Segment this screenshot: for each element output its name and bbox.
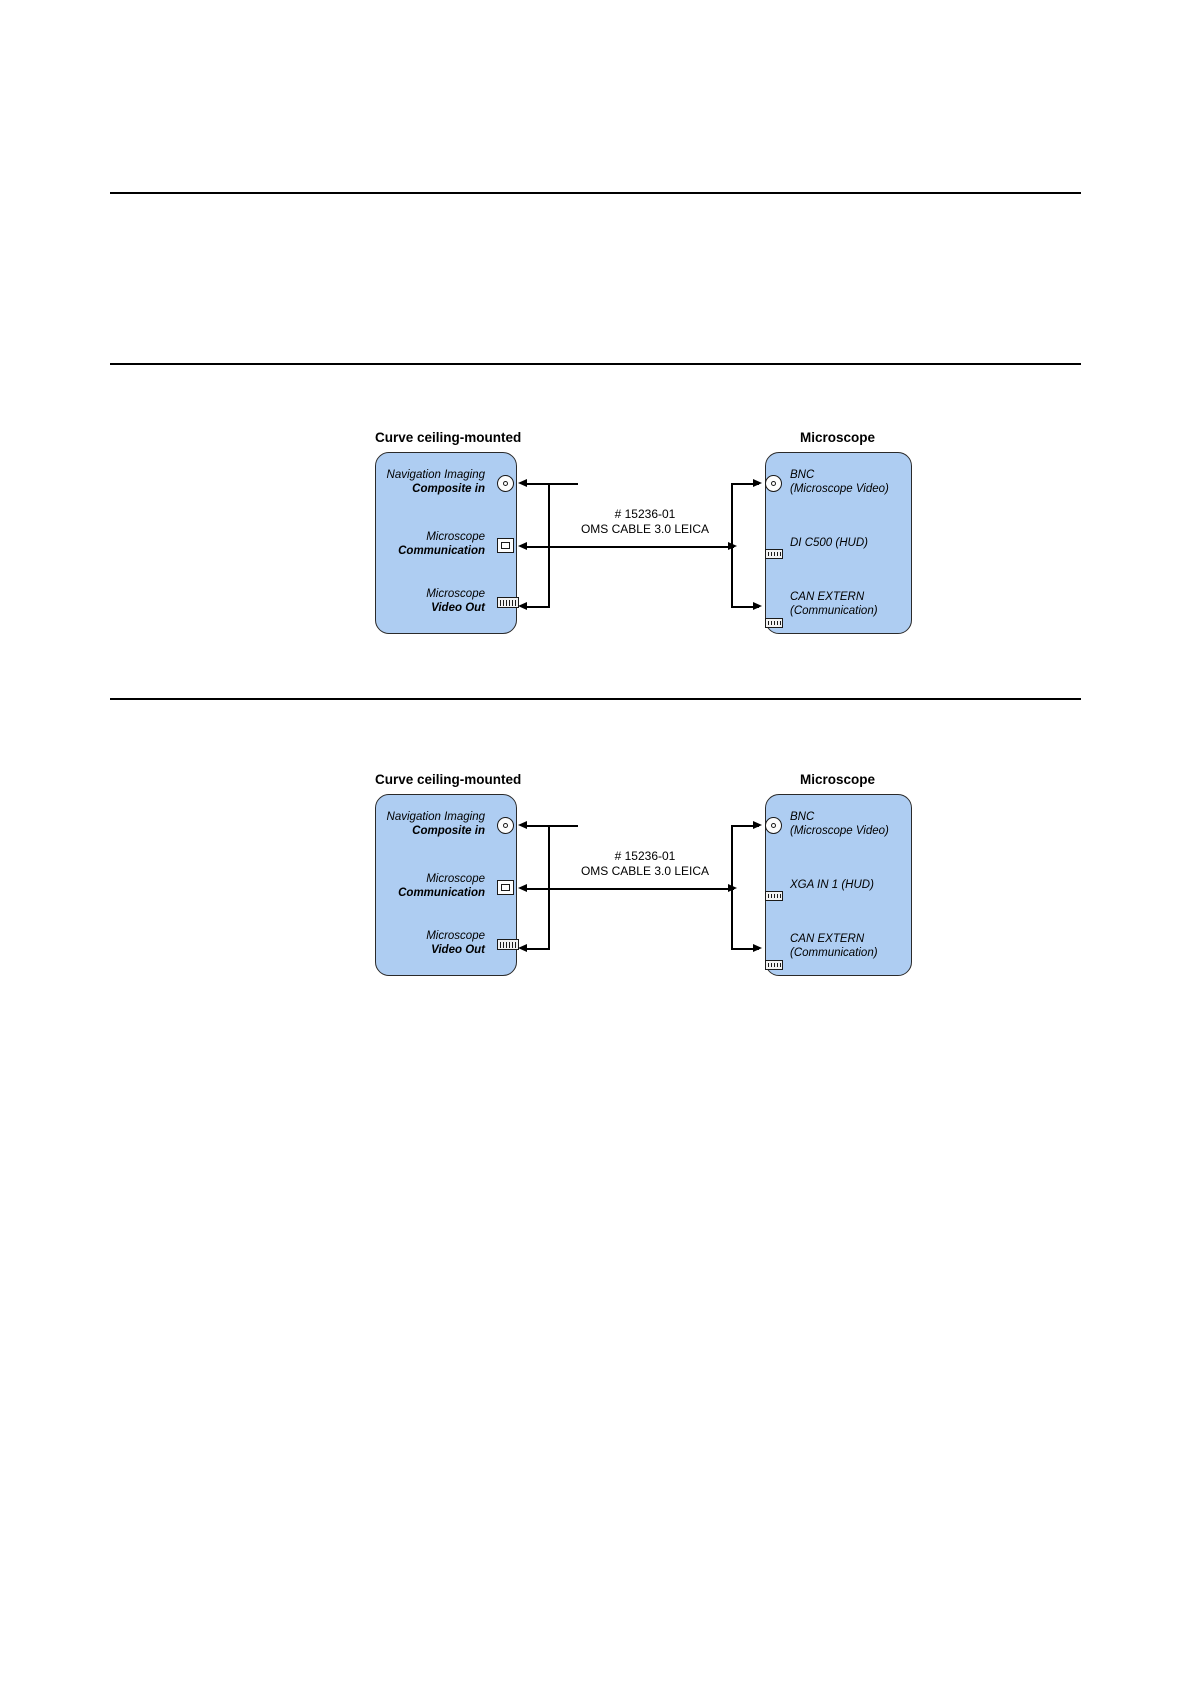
arrow-right-1 (753, 821, 762, 829)
microscope-unit (765, 452, 912, 634)
right-unit-title: Microscope (800, 430, 876, 445)
cable-label-line1: # 15236-01 (614, 507, 676, 521)
horizontal-rule-bottom (110, 698, 1081, 700)
right-port-3-line1: CAN EXTERN (790, 933, 865, 945)
arrow-right-3 (753, 602, 762, 610)
right-trunk (731, 825, 733, 949)
dsub-connector-icon (765, 618, 783, 628)
left-port-3-line2: Video Out (431, 944, 485, 956)
dsub-connector-icon (765, 960, 783, 970)
cable-label-line1: # 15236-01 (614, 849, 676, 863)
bnc-connector-icon (497, 817, 514, 834)
dsub-connector-icon (765, 891, 783, 901)
branch-r3 (731, 948, 759, 950)
bnc-connector-icon (765, 817, 782, 834)
right-port-2-label: DI C500 (HUD) (790, 536, 868, 550)
right-port-1-label: BNC (Microscope Video) (790, 810, 889, 838)
right-port-1-line1: BNC (790, 469, 815, 481)
cable-label: # 15236-01 OMS CABLE 3.0 LEICA (560, 507, 730, 537)
right-port-3-line1: CAN EXTERN (790, 591, 865, 603)
left-port-2-line1: Microscope (426, 531, 485, 543)
left-port-1-line1: Navigation Imaging (386, 811, 485, 823)
branch-l1 (548, 825, 578, 827)
dsub-connector-icon (497, 939, 519, 950)
arrow-left-2 (518, 542, 527, 550)
horizontal-rule-middle (110, 363, 1081, 365)
left-trunk (548, 825, 550, 949)
connection-diagram-1: Curve ceiling-mounted Microscope Navigat… (0, 430, 1191, 690)
bnc-connector-icon (497, 475, 514, 492)
left-port-2-line1: Microscope (426, 873, 485, 885)
left-port-3-label: Microscope Video Out (300, 587, 485, 615)
right-port-3-label: CAN EXTERN (Communication) (790, 932, 878, 960)
right-port-1-label: BNC (Microscope Video) (790, 468, 889, 496)
right-port-1-line1: BNC (790, 811, 815, 823)
right-port-3-label: CAN EXTERN (Communication) (790, 590, 878, 618)
left-port-2-line2: Communication (398, 545, 485, 557)
left-port-1-label: Navigation Imaging Composite in (300, 468, 485, 496)
dsub-connector-icon (497, 597, 519, 608)
right-port-2-line1: XGA IN 1 (HUD) (790, 879, 874, 891)
branch-l3 (524, 948, 550, 950)
microscope-unit (765, 794, 912, 976)
arrow-left-2 (518, 884, 527, 892)
left-port-3-line1: Microscope (426, 588, 485, 600)
usb-connector-icon (497, 538, 514, 553)
branch-r1 (731, 825, 759, 827)
branch-r1 (731, 483, 759, 485)
branch-l1b (524, 825, 550, 827)
right-port-3-line2: (Communication) (790, 605, 878, 617)
left-port-2-label: Microscope Communication (300, 872, 485, 900)
dsub-connector-icon (765, 549, 783, 559)
left-port-1-line1: Navigation Imaging (386, 469, 485, 481)
branch-l1 (548, 483, 578, 485)
branch-r3 (731, 606, 759, 608)
left-port-3-label: Microscope Video Out (300, 929, 485, 957)
left-port-3-line1: Microscope (426, 930, 485, 942)
usb-connector-icon (497, 880, 514, 895)
right-port-2-label: XGA IN 1 (HUD) (790, 878, 874, 892)
arrow-right-3 (753, 944, 762, 952)
connection-diagram-2: Curve ceiling-mounted Microscope Navigat… (0, 772, 1191, 1032)
cable-label-line2: OMS CABLE 3.0 LEICA (580, 522, 710, 536)
left-port-2-label: Microscope Communication (300, 530, 485, 558)
branch-l2 (524, 888, 734, 890)
branch-l2 (524, 546, 734, 548)
left-port-1-line2: Composite in (412, 483, 485, 495)
right-port-2-line1: DI C500 (HUD) (790, 537, 868, 549)
left-port-1-line2: Composite in (412, 825, 485, 837)
left-unit-title: Curve ceiling-mounted (375, 772, 522, 787)
horizontal-rule-top (110, 192, 1081, 194)
arrow-left-1 (518, 821, 527, 829)
right-port-1-line2: (Microscope Video) (790, 825, 889, 837)
arrow-left-1 (518, 479, 527, 487)
left-port-2-line2: Communication (398, 887, 485, 899)
curve-ceiling-mounted-unit (375, 794, 517, 976)
right-port-3-line2: (Communication) (790, 947, 878, 959)
bnc-connector-icon (765, 475, 782, 492)
right-trunk (731, 483, 733, 607)
left-unit-title: Curve ceiling-mounted (375, 430, 522, 445)
curve-ceiling-mounted-unit (375, 452, 517, 634)
arrow-left-3 (518, 602, 527, 610)
left-port-3-line2: Video Out (431, 602, 485, 614)
arrow-right-1 (753, 479, 762, 487)
right-port-1-line2: (Microscope Video) (790, 483, 889, 495)
cable-label: # 15236-01 OMS CABLE 3.0 LEICA (560, 849, 730, 879)
cable-label-line2: OMS CABLE 3.0 LEICA (580, 864, 710, 878)
branch-l1b (524, 483, 550, 485)
left-trunk (548, 483, 550, 607)
branch-l3 (524, 606, 550, 608)
arrow-left-3 (518, 944, 527, 952)
left-port-1-label: Navigation Imaging Composite in (300, 810, 485, 838)
right-unit-title: Microscope (800, 772, 876, 787)
